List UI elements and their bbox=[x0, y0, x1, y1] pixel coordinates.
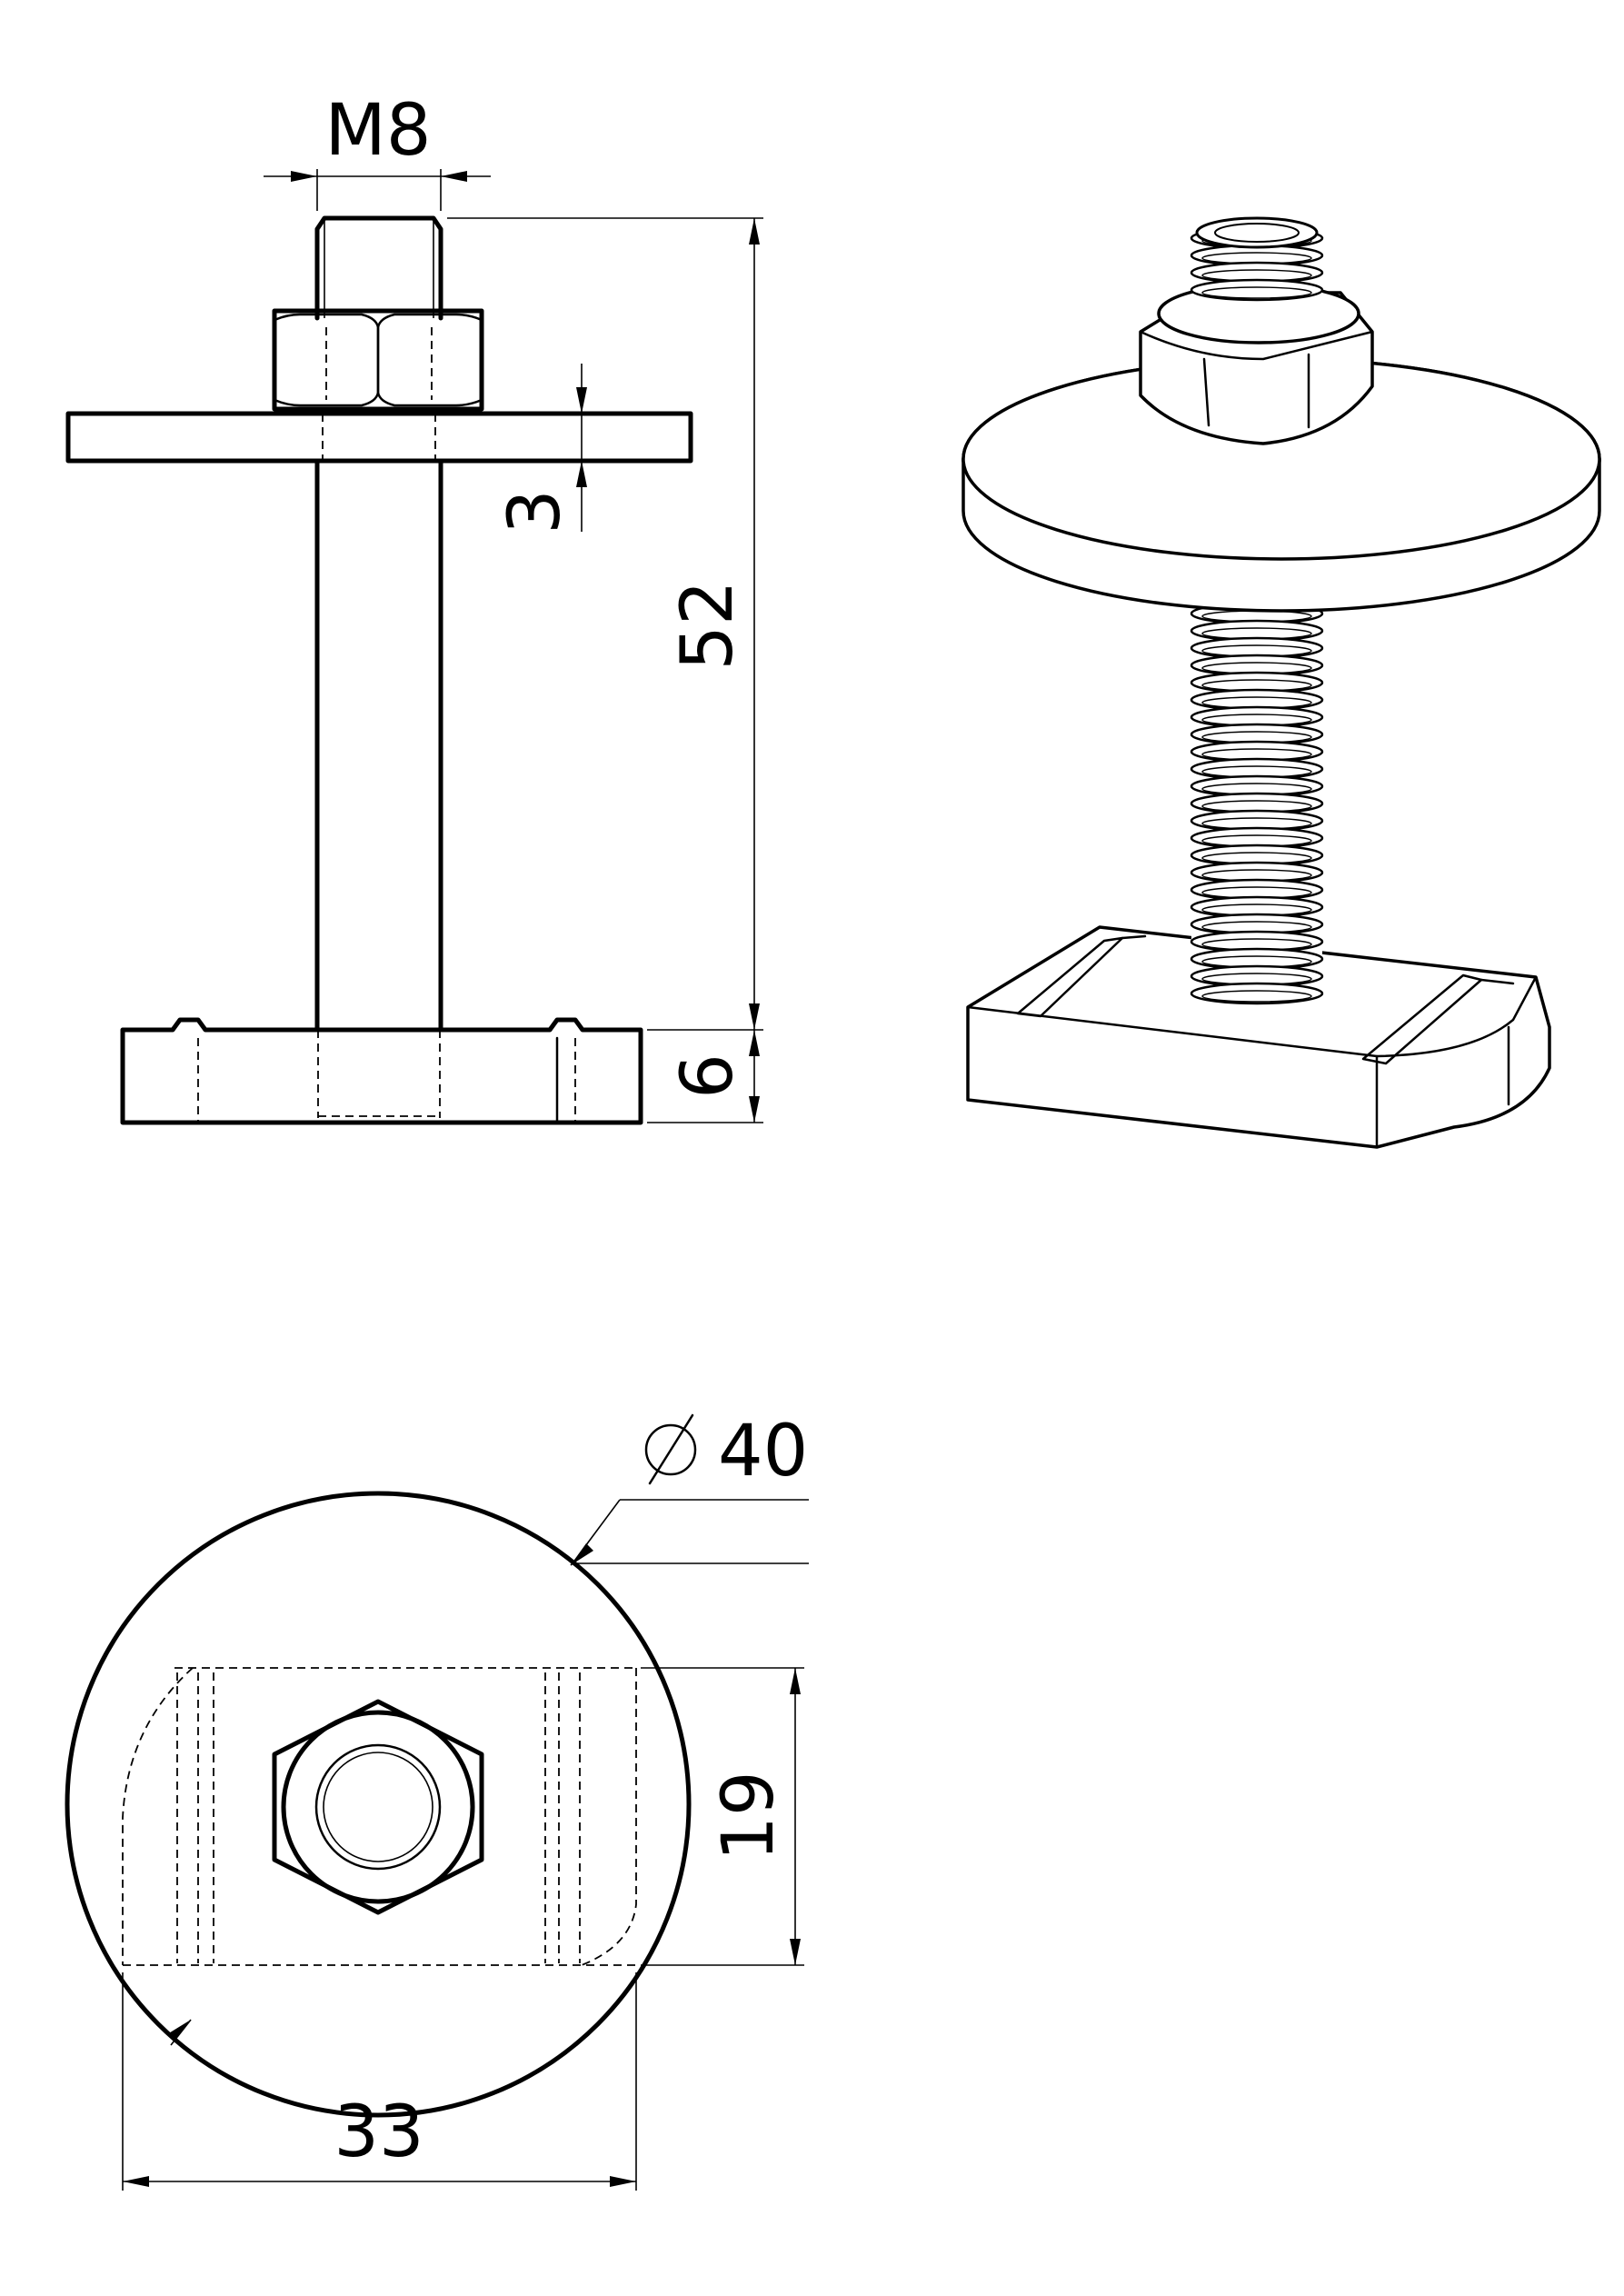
bolt-end bbox=[1195, 216, 1319, 249]
front-view: M8 52 6 3 bbox=[65, 90, 763, 1125]
thread-coil bbox=[1190, 982, 1324, 1005]
dim-washer-thickness: 3 bbox=[494, 489, 576, 534]
dim-thread: M8 bbox=[325, 90, 432, 172]
dim-nut-height: 6 bbox=[667, 1053, 749, 1099]
thread-coil-inner bbox=[1201, 990, 1312, 1003]
iso-thread bbox=[1190, 550, 1324, 1005]
top-view: 40 19 33 bbox=[65, 1411, 809, 2191]
dim-washer-diameter: 40 bbox=[718, 1411, 808, 1492]
dim-nut-length: 33 bbox=[334, 2091, 423, 2173]
iso-thread-top bbox=[1190, 216, 1324, 302]
thread-coil bbox=[1190, 278, 1324, 302]
dim-nut-width: 19 bbox=[708, 1771, 790, 1861]
bolt-end-chamfer bbox=[1214, 223, 1300, 243]
isometric-view bbox=[961, 216, 1601, 1149]
thread-coil-inner bbox=[1201, 286, 1312, 299]
dim-overall-height: 52 bbox=[667, 580, 749, 670]
